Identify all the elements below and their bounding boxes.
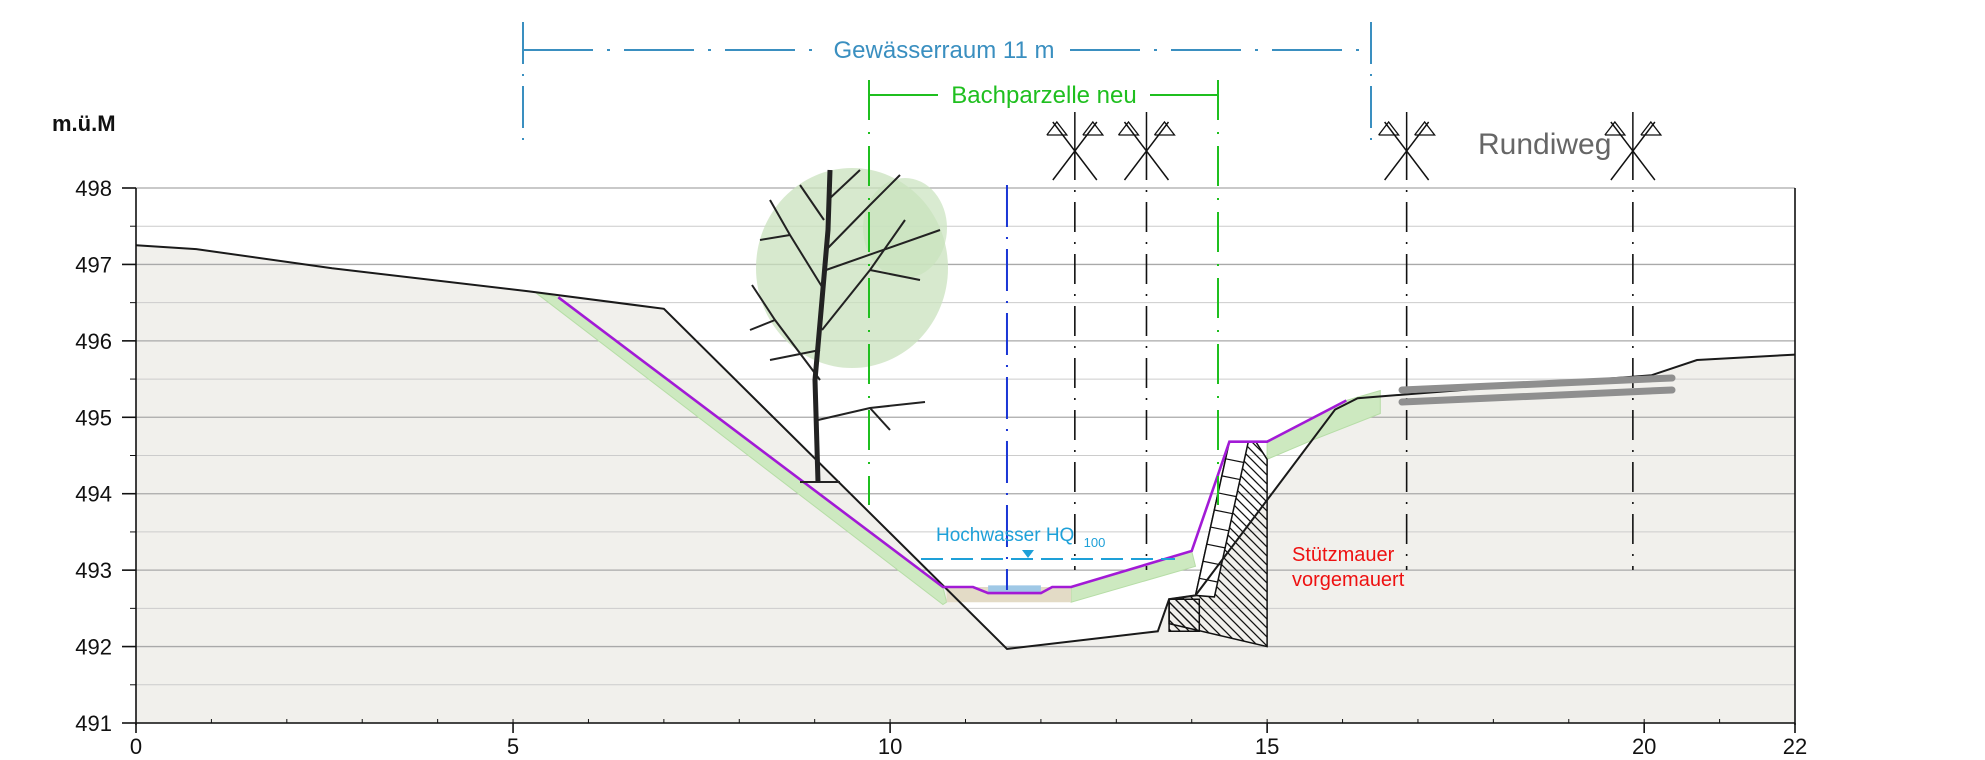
y-tick-label: 497	[75, 252, 112, 277]
tree-branch	[759, 234, 791, 241]
gewaesserraum-dimension: Gewässerraum 11 m	[522, 22, 1372, 150]
path-bars	[1398, 374, 1676, 406]
x-tick-label: 5	[507, 734, 519, 759]
wall-stone-joint	[1221, 475, 1241, 481]
hochwasser-label: Hochwasser HQ	[936, 525, 1074, 546]
wall-stone-joint	[1225, 458, 1245, 464]
tree-symbol-icon	[1117, 112, 1176, 181]
tree-branch	[769, 349, 821, 361]
tree-trunk	[812, 169, 833, 483]
y-tick-label: 492	[75, 635, 112, 660]
wall-stone-joint	[1206, 543, 1226, 549]
tree-symbol-icon	[1378, 112, 1436, 181]
tree-branch	[869, 269, 921, 281]
unit-label: m.ü.M	[52, 111, 116, 136]
wall-stone-joint	[1210, 526, 1230, 532]
tree-branch	[825, 174, 901, 251]
wall-footing	[1168, 598, 1201, 633]
terrain-fill	[136, 245, 1795, 724]
tree-branch	[825, 229, 941, 271]
new-profile-line	[557, 296, 1347, 595]
x-tick-label: 15	[1255, 734, 1279, 759]
svg-text:Hochwasser HQ 100: Hochwasser HQ 100	[936, 525, 1105, 550]
tree-branch	[749, 319, 776, 331]
tree-symbol-icon	[1046, 112, 1105, 181]
ground-fill	[136, 245, 1795, 724]
profile-layers	[535, 292, 1381, 606]
wall-stone-joint	[1199, 577, 1219, 583]
tree-branch	[799, 184, 825, 221]
x-tick-label: 0	[130, 734, 142, 759]
low-water-channel	[988, 585, 1041, 594]
y-tick-label: 491	[75, 711, 112, 736]
tree-branch	[869, 407, 891, 431]
x-tick-label: 22	[1783, 734, 1807, 759]
x-tick-label: 20	[1632, 734, 1656, 759]
rundiweg-label: Rundiweg	[1478, 128, 1611, 161]
wall-stone-joint	[1218, 492, 1238, 498]
gewaesserraum-label: Gewässerraum 11 m	[834, 37, 1055, 64]
y-tick-label: 498	[75, 176, 112, 201]
y-tick-label: 494	[75, 482, 112, 507]
hochwasser-annotation: Hochwasser HQ 100	[921, 525, 1175, 560]
stuetzmauer-label-2: vorgemauert	[1292, 569, 1405, 591]
y-tick-label: 493	[75, 558, 112, 583]
grid-lines	[136, 187, 1795, 724]
path-bar-upper	[1398, 374, 1676, 394]
bachparzelle-dimension: Bachparzelle neu	[868, 80, 1219, 505]
y-tick-label: 496	[75, 329, 112, 354]
path-bar-lower	[1398, 386, 1676, 406]
stuetzmauer-label-1: Stützmauer	[1292, 544, 1395, 566]
wall-stone-joint	[1214, 509, 1234, 515]
vertical-markers	[1046, 112, 1663, 570]
tree-branch	[827, 169, 861, 201]
y-tick-label: 495	[75, 405, 112, 430]
hochwasser-subscript: 100	[1084, 535, 1106, 550]
topsoil-left-bank	[535, 292, 948, 606]
tree-crown-lobe	[863, 178, 947, 278]
tree-illustration	[749, 168, 948, 483]
bachparzelle-label: Bachparzelle neu	[951, 82, 1136, 109]
tree-symbol-icon	[1604, 112, 1663, 181]
x-tick-label: 10	[878, 734, 902, 759]
axes: 491 492 493 494 495 496 497 498 0 5 10 15 20 22	[75, 176, 1807, 759]
